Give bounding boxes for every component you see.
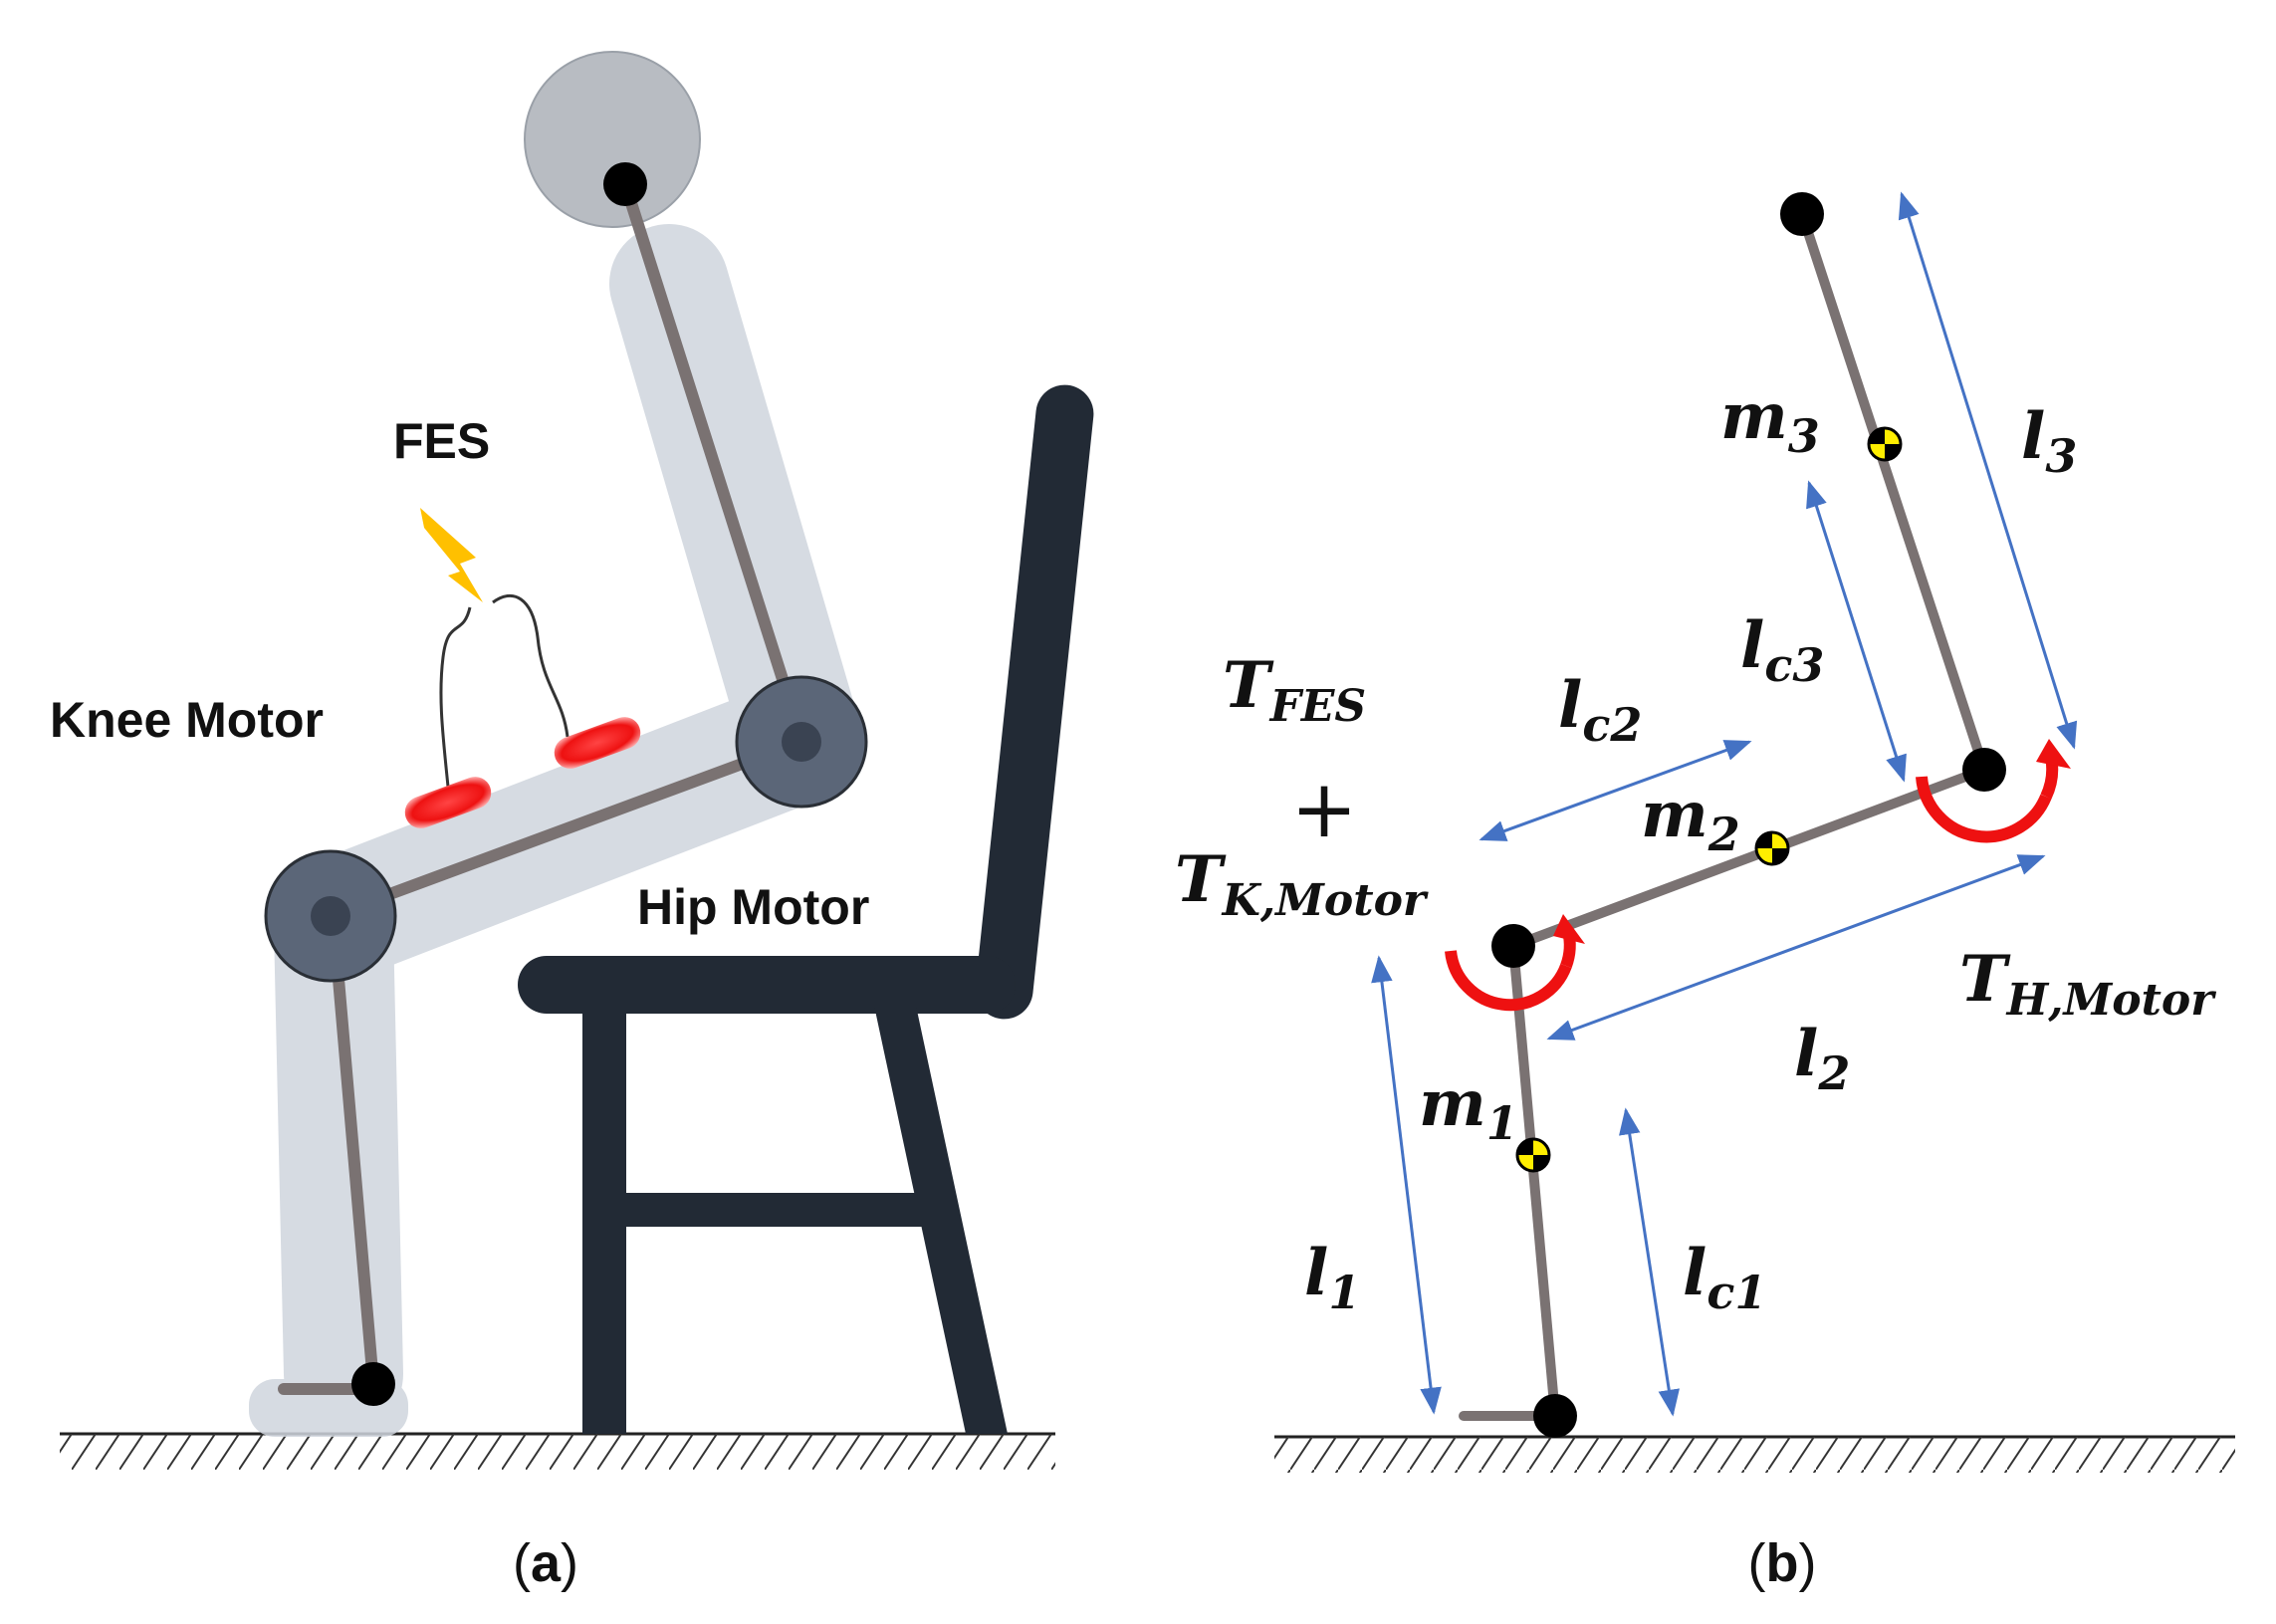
label-l3: l3	[2021, 399, 2077, 483]
label-t-fes: TFES	[1223, 648, 1366, 732]
label-t-k-motor: TK,Motor	[1175, 842, 1429, 926]
knee-joint	[264, 849, 397, 983]
caption-a: (a)	[513, 1533, 578, 1593]
head	[524, 51, 701, 228]
caption-b: (b)	[1748, 1533, 1817, 1593]
label-lc3: lc3	[1740, 608, 1824, 692]
skeleton-links	[278, 178, 807, 1395]
fes-label: FES	[393, 413, 490, 469]
knee-point	[1491, 924, 1535, 968]
label-m1: m1	[1419, 1066, 1518, 1150]
knee-motor-label: Knee Motor	[50, 692, 324, 748]
panel-a: FES Knee Motor Hip Motor (a)	[50, 51, 1094, 1593]
panel-b: m3 l3 lc3 lc2 m2 TFES + TK,Motor TH,Moto…	[1175, 191, 2235, 1593]
hip-motor-label: Hip Motor	[637, 879, 869, 935]
arrow-lc1	[1619, 1107, 1680, 1417]
hip-joint	[735, 675, 868, 809]
arrow-l2	[1546, 854, 2046, 1041]
chair	[518, 384, 1094, 1434]
head-point	[1780, 192, 1824, 236]
dimension-arrows	[1371, 191, 2078, 1417]
arrow-l3	[1898, 191, 2078, 750]
label-t-h-motor: TH,Motor	[1959, 942, 2216, 1026]
electrode-2	[554, 717, 641, 769]
label-l1: l1	[1304, 1236, 1360, 1319]
ankle-point-b	[1533, 1394, 1577, 1438]
hip-torque-arrow	[1916, 739, 2071, 843]
plus-sign: +	[1290, 763, 1357, 855]
hip-point	[1962, 748, 2006, 792]
arrow-lc2	[1479, 740, 1752, 841]
ankle-point	[351, 1362, 395, 1406]
arrow-l1	[1371, 955, 1442, 1415]
neck-point	[603, 162, 647, 206]
label-m2: m2	[1641, 778, 1740, 861]
label-lc1: lc1	[1683, 1236, 1766, 1319]
ground-b	[1274, 1435, 2235, 1473]
label-lc2: lc2	[1558, 668, 1642, 752]
com-marker-3	[1867, 426, 1903, 462]
ground-a	[60, 1432, 1055, 1470]
label-m3: m3	[1720, 379, 1820, 463]
com-marker-1	[1515, 1137, 1551, 1173]
fes-wires	[439, 593, 569, 788]
com-marker-2	[1754, 830, 1790, 866]
arrow-lc3	[1806, 480, 1907, 783]
lightning-icon	[420, 508, 483, 602]
electrode-1	[404, 777, 492, 828]
label-l2: l2	[1794, 1017, 1850, 1100]
